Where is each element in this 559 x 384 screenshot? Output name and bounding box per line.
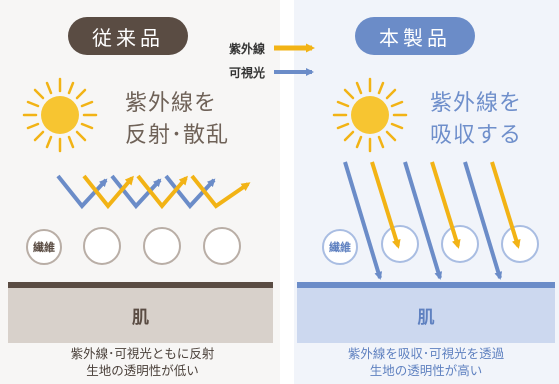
right-caption-line1: 紫外線を [430,91,523,116]
left-caption-line2: 反射･散乱 [125,123,230,148]
left-caption: 紫外線を 反射･散乱 [125,88,229,152]
right-description-line1: 紫外線を吸収･可視光を透過 [347,346,505,361]
uv-reflect-arrow-icon [82,174,134,210]
left-panel-title: 従来品 [68,17,188,55]
right-fiber-label: 繊維 [322,229,358,265]
fiber-circle-icon [501,225,539,263]
fiber-circle-icon [441,225,479,263]
right-caption: 紫外線を 吸収する [430,88,522,152]
right-panel-title: 本製品 [355,17,475,55]
visible-light-reflect-arrow-icon [110,174,162,210]
uv-absorb-arrow-icon [370,161,401,249]
visible-light-transmit-arrow-icon [463,161,503,280]
visible-light-reflect-arrow-icon [164,174,216,210]
sun-icon [22,77,98,153]
left-description-line2: 生地の透明性が低い [86,363,199,378]
legend-uv-label: 紫外線 [229,42,266,56]
visible-light-reflect-arrow-icon [56,174,108,210]
right-caption-line2: 吸収する [430,123,523,148]
right-description-line2: 生地の透明性が高い [369,363,483,378]
left-description: 紫外線･可視光ともに反射 生地の透明性が低い [10,345,275,379]
fiber-circle-icon [203,227,241,265]
sun-icon [332,77,408,153]
legend-visible-label: 可視光 [229,66,266,80]
right-skin-layer: 肌 [297,282,555,343]
left-skin-layer: 肌 [8,282,273,343]
fiber-circle-icon [381,225,419,263]
fiber-circle-icon [83,227,121,265]
left-caption-line1: 紫外線を [125,91,218,116]
uv-reflect-arrow-icon [136,174,188,210]
right-description: 紫外線を吸収･可視光を透過 生地の透明性が高い [295,345,557,379]
uv-absorb-arrow-icon [430,161,461,249]
uv-reflect-arrow-icon [190,174,251,209]
left-fiber-label: 繊維 [26,229,62,265]
visible-light-transmit-arrow-icon [403,161,443,280]
fiber-circle-icon [143,227,181,265]
left-description-line1: 紫外線･可視光ともに反射 [70,346,215,361]
visible-light-transmit-arrow-icon [343,161,383,280]
uv-absorb-arrow-icon [490,161,521,249]
